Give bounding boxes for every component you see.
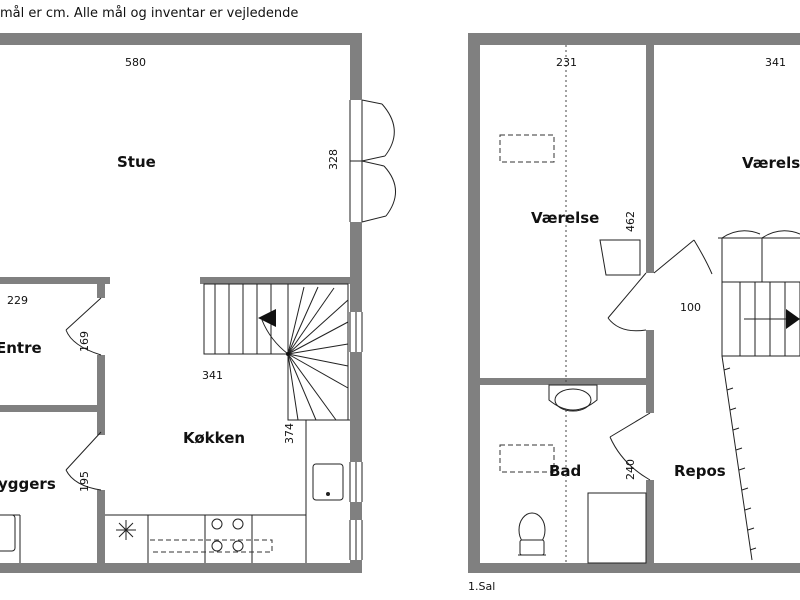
dim-vaerelse-left-width: 231	[556, 56, 577, 69]
ff-wardrobe	[718, 230, 800, 283]
ff-bedroom-right-door	[653, 239, 713, 275]
entre-door	[65, 297, 102, 356]
bryggers-door	[65, 431, 102, 491]
wall-entre-bryggers	[0, 405, 105, 412]
scale-note: mål er cm. Alle mål og inventar er vejle…	[0, 6, 299, 21]
dim-entre-depth: 169	[78, 331, 91, 352]
kitchen-counter	[0, 419, 350, 563]
dim-kokken-width: 341	[202, 369, 223, 382]
dim-kokken-depth: 374	[283, 423, 296, 444]
ff-bad-door	[609, 412, 651, 481]
room-label-bad: Bad	[549, 462, 581, 480]
ff-wall-bad-right	[646, 385, 654, 413]
ff-washbasin	[548, 384, 598, 412]
room-label-vaerelse-right: Værelse	[742, 154, 800, 172]
ff-stair	[721, 281, 800, 357]
wall-stue-entre	[0, 277, 110, 284]
ff-stair-arrow-icon	[786, 309, 800, 329]
ground-stair	[203, 283, 349, 421]
first-floor: Værelse Værelse Bad Repos 231 462 341 10…	[468, 33, 800, 593]
room-label-stue: Stue	[117, 153, 156, 171]
room-label-kokken: Køkken	[183, 429, 245, 447]
ff-wall-top	[468, 33, 800, 45]
dim-bad-depth: 240	[624, 459, 637, 480]
dim-bryggers-depth: 195	[78, 471, 91, 492]
stair-arrow-icon	[258, 309, 276, 327]
wall-entre-right	[97, 355, 105, 435]
ff-shower	[587, 492, 647, 564]
room-label-bryggers: yggers	[0, 475, 56, 493]
ff-wall-bad-top	[480, 378, 654, 385]
skylight-bad-icon	[499, 444, 555, 473]
ff-roof-slope	[721, 355, 757, 561]
kitchen-sink	[312, 463, 344, 501]
dim-stue-depth: 328	[327, 149, 340, 170]
terrace-door-lower	[361, 160, 396, 223]
dim-stue-width: 580	[125, 56, 146, 69]
wall-bottom	[0, 563, 362, 573]
wall-bryggers-right	[97, 490, 105, 563]
room-label-repos: Repos	[674, 462, 726, 480]
dim-entre-width: 229	[7, 294, 28, 307]
ff-wall-bottom	[468, 563, 800, 573]
bryggers-sink	[0, 514, 16, 552]
skylight-icon	[499, 134, 555, 163]
ff-bedroom-door	[607, 272, 647, 332]
room-label-entre: Entre	[0, 339, 42, 357]
ground-floor: Stue Entre yggers Køkken 580 328 229 169…	[0, 33, 396, 573]
dim-vaerelse-right-width: 341	[765, 56, 786, 69]
ff-toilet	[518, 512, 546, 556]
ff-wall-left	[468, 33, 480, 573]
ff-wall-rooms-divider	[646, 45, 654, 273]
terrace-door-upper	[361, 99, 395, 162]
dim-hall-width: 100	[680, 301, 701, 314]
wall-stue-kitchen	[200, 277, 350, 284]
wall-top	[0, 33, 362, 45]
hob-icon	[211, 518, 244, 552]
floor-label-1-sal: 1.Sal	[468, 580, 495, 593]
dim-vaerelse-left-depth: 462	[624, 211, 637, 232]
room-label-vaerelse-left: Værelse	[531, 209, 599, 227]
ff-desk	[599, 239, 641, 276]
fridge-icon	[116, 520, 136, 540]
